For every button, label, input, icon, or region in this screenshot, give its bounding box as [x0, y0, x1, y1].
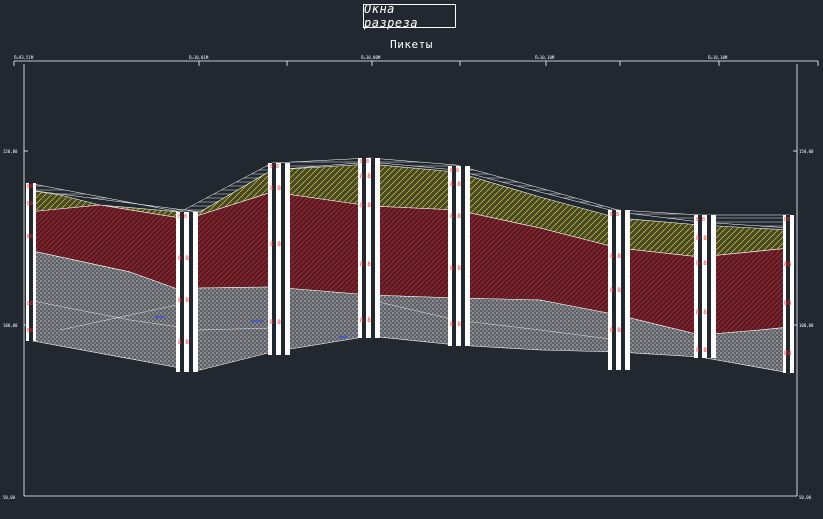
- svg-text:88: 88: [27, 328, 33, 334]
- svg-text:8 8: 8 8: [696, 235, 707, 242]
- soil-layers: [27, 157, 791, 374]
- svg-text:8 8: 8 8: [450, 168, 459, 174]
- level-label-left: 50,00: [3, 495, 16, 500]
- level-label-right: 150,00: [799, 149, 814, 154]
- svg-text:88: 88: [27, 184, 33, 190]
- borehole-8[interactable]: 88 88 88 88: [783, 215, 794, 373]
- svg-text:8 8: 8 8: [610, 212, 619, 218]
- section-window-title: Окна разреза: [363, 2, 456, 30]
- picket-label: П=93,51М: [14, 55, 34, 60]
- svg-text:88: 88: [784, 261, 792, 268]
- svg-text:8 8: 8 8: [696, 260, 707, 267]
- svg-text:8 8: 8 8: [450, 213, 461, 220]
- svg-text:8 8: 8 8: [360, 317, 371, 324]
- svg-text:8 8: 8 8: [696, 309, 707, 316]
- svg-text:8 8: 8 8: [610, 327, 621, 334]
- svg-text:8 8: 8 8: [610, 253, 621, 260]
- section-frame: 150,00 100,00 50,00 150,00 100,00 50,00: [3, 64, 814, 500]
- svg-text:8 8: 8 8: [360, 173, 371, 180]
- pickets-heading: Пикеты: [390, 38, 433, 51]
- svg-text:8 8: 8 8: [610, 287, 621, 294]
- svg-text:8 8: 8 8: [696, 347, 707, 354]
- borehole-6[interactable]: 8 8 8 8 8 8 8 8: [608, 210, 630, 370]
- svg-text:8 8: 8 8: [696, 217, 705, 223]
- top-axis: П=93,51М П=10,01М П=10,00М П=10,10М П=10…: [13, 55, 819, 66]
- svg-text:88: 88: [784, 217, 790, 223]
- svg-text:8 8: 8 8: [178, 339, 189, 346]
- level-label-left: 100,00: [3, 323, 18, 328]
- borehole-4[interactable]: 8 8 8 8 8 8 8 8 8 8: [358, 158, 380, 338]
- level-label-right: 50,00: [799, 495, 812, 500]
- svg-text:8 8: 8 8: [450, 265, 461, 272]
- svg-text:8 8: 8 8: [270, 185, 281, 192]
- borehole-3[interactable]: 8 8 8 8 8 8 8 8: [268, 163, 290, 355]
- svg-text:8 8: 8 8: [270, 319, 281, 326]
- svg-text:8 8: 8 8: [360, 202, 371, 209]
- picket-label: П=10,10М: [708, 55, 728, 60]
- svg-text:88: 88: [27, 234, 33, 240]
- svg-text:88: 88: [27, 301, 33, 307]
- svg-text:8 8: 8 8: [360, 261, 371, 268]
- svg-text:88: 88: [784, 300, 792, 307]
- svg-text:8 8: 8 8: [270, 164, 279, 170]
- borehole-7[interactable]: 8 8 8 8 8 8 8 8 8 8: [694, 215, 716, 358]
- svg-text:8 8: 8 8: [360, 159, 369, 165]
- svg-text:8 8: 8 8: [178, 297, 189, 304]
- svg-text:88: 88: [27, 201, 33, 207]
- level-label-left: 150,00: [3, 149, 18, 154]
- svg-text:8 8: 8 8: [270, 241, 281, 248]
- borehole-2[interactable]: 8 8 8 8 8 8 8 8: [176, 212, 198, 372]
- picket-label: П=10,10М: [535, 55, 555, 60]
- svg-text:88: 88: [784, 350, 792, 357]
- picket-label: П=10,01М: [189, 55, 209, 60]
- svg-text:8 8: 8 8: [450, 181, 461, 188]
- svg-text:8 8: 8 8: [450, 321, 461, 328]
- svg-text:8 8: 8 8: [178, 255, 189, 262]
- boreholes: 88 88 88 88 88 8 8 8 8 8 8 8 8 8 8 8 8 8…: [26, 158, 794, 373]
- borehole-1[interactable]: 88 88 88 88 88: [26, 183, 36, 341]
- picket-label: П=10,00М: [361, 55, 381, 60]
- borehole-5[interactable]: 8 8 8 8 8 8 8 8 8 8: [448, 166, 470, 346]
- level-label-right: 100,00: [799, 323, 814, 328]
- svg-text:8 8: 8 8: [178, 214, 187, 220]
